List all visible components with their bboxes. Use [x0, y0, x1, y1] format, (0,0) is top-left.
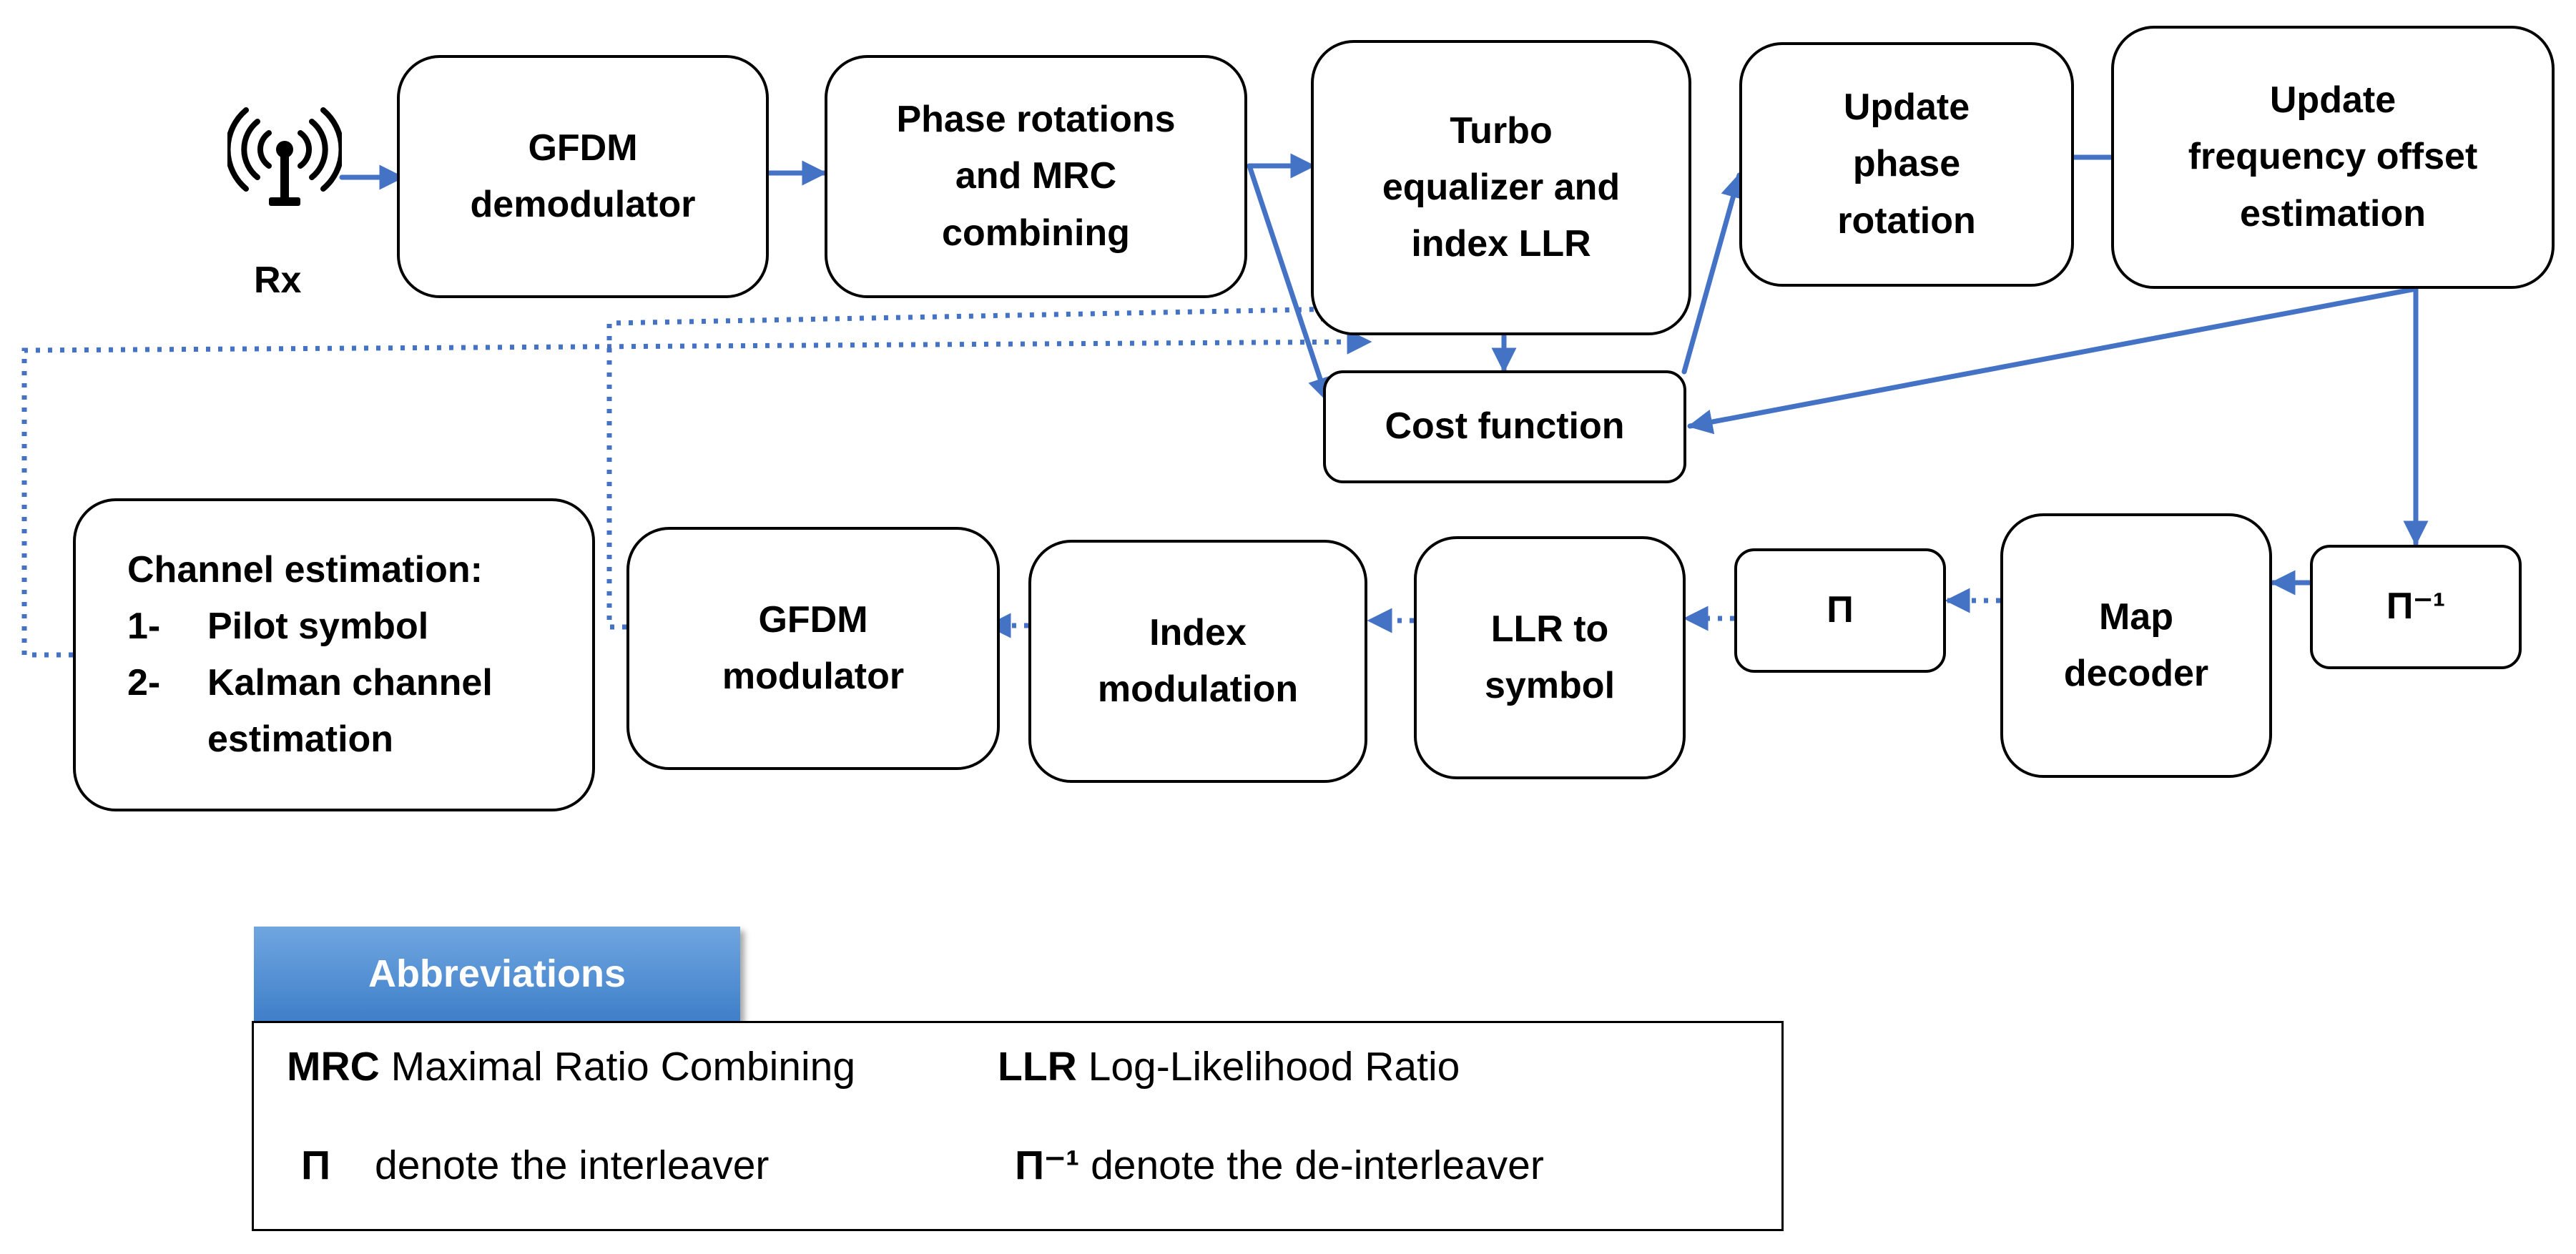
index-modulation-block: Index modulation — [1028, 540, 1367, 783]
item-text: Pilot symbol — [207, 605, 429, 647]
block-line: demodulator — [470, 184, 696, 225]
gfdm-modulator-block: GFDM modulator — [626, 527, 1000, 770]
block-line: phase — [1852, 143, 1961, 185]
arrow-phase-to-cost — [1247, 163, 1332, 403]
block-line: rotation — [1837, 199, 1976, 242]
channel-item: 1- Pilot symbol — [127, 598, 493, 655]
abbreviation-entry: Π⁻¹ denote the de-interleaver — [1015, 1142, 1544, 1189]
block-line: Update — [1843, 87, 1970, 129]
abbreviation-meaning: denote the de-interleaver — [1091, 1142, 1544, 1188]
block-line: estimation — [2239, 192, 2427, 234]
abbreviation-entry: LLR Log-Likelihood Ratio — [998, 1043, 1460, 1090]
block-line: frequency offset — [2188, 136, 2478, 178]
abbreviation-term: Π — [301, 1142, 331, 1188]
cost-function-block: Cost function — [1323, 370, 1686, 483]
abbreviation-meaning: Log-Likelihood Ratio — [1088, 1044, 1460, 1090]
channel-item: 2- Kalman channel — [127, 655, 493, 711]
abbreviation-term: MRC — [287, 1044, 380, 1090]
channel-item-continued: estimation — [127, 711, 493, 768]
block-line: GFDM — [758, 598, 868, 641]
block-line: modulation — [1097, 668, 1299, 710]
abbreviation-meaning: Maximal Ratio Combining — [390, 1044, 856, 1090]
block-line: Turbo — [1450, 109, 1553, 152]
abbreviations-tab: Abbreviations — [254, 927, 740, 1021]
abbreviations-legend: MRC Maximal Ratio Combining LLR Log-Like… — [252, 1021, 1784, 1231]
rx-label: Rx — [254, 260, 302, 301]
item-text: Kalman channel — [207, 662, 493, 703]
item-text: estimation — [207, 719, 394, 761]
block-line: Π — [1827, 589, 1854, 631]
antenna-icon — [225, 97, 345, 215]
block-line: Update — [2269, 79, 2396, 122]
block-line: Index — [1149, 611, 1247, 653]
abbreviation-entry: MRC Maximal Ratio Combining — [287, 1043, 855, 1090]
arrow-freq-to-cost — [1687, 286, 2419, 435]
abbreviation-term: LLR — [998, 1044, 1077, 1090]
map-decoder-block: Map decoder — [2000, 513, 2272, 778]
block-line: Π⁻¹ — [2386, 586, 2446, 628]
block-line: Phase rotations — [896, 99, 1176, 141]
gfdm-demodulator-block: GFDM demodulator — [397, 55, 769, 298]
update-frequency-offset-block: Update frequency offset estimation — [2111, 26, 2555, 289]
block-line: modulator — [722, 656, 905, 697]
channel-estimation-block: Channel estimation: 1- Pilot symbol 2- K… — [73, 498, 595, 811]
llr-to-symbol-block: LLR to symbol — [1414, 536, 1686, 779]
block-line: GFDM — [528, 127, 638, 169]
channel-title: Channel estimation: — [127, 548, 483, 591]
feedback-channel-to-cost — [21, 329, 1372, 658]
block-line: index LLR — [1411, 223, 1591, 265]
abbreviation-entry: Π denote the interleaver — [301, 1142, 769, 1189]
item-number: 1- — [127, 605, 161, 647]
interleaver-block: Π — [1734, 548, 1946, 673]
abbreviation-term: Π⁻¹ — [1015, 1142, 1080, 1188]
block-line: Cost function — [1385, 405, 1625, 448]
block-line: equalizer and — [1382, 166, 1621, 208]
update-phase-rotation-block: Update phase rotation — [1739, 42, 2074, 287]
block-line: and MRC — [955, 155, 1117, 197]
abbreviation-meaning: denote the interleaver — [375, 1142, 770, 1188]
block-line: Map — [2098, 596, 2173, 638]
deinterleaver-block: Π⁻¹ — [2310, 545, 2522, 669]
arrow-cost-to-update-phase — [1681, 172, 1746, 375]
phase-rotations-mrc-block: Phase rotations and MRC combining — [825, 55, 1247, 298]
item-number: 2- — [127, 662, 161, 703]
block-line: LLR to — [1490, 608, 1609, 650]
turbo-equalizer-block: Turbo equalizer and index LLR — [1311, 40, 1691, 335]
block-line: symbol — [1484, 665, 1616, 706]
block-line: decoder — [2063, 653, 2209, 694]
block-line: combining — [942, 212, 1130, 254]
